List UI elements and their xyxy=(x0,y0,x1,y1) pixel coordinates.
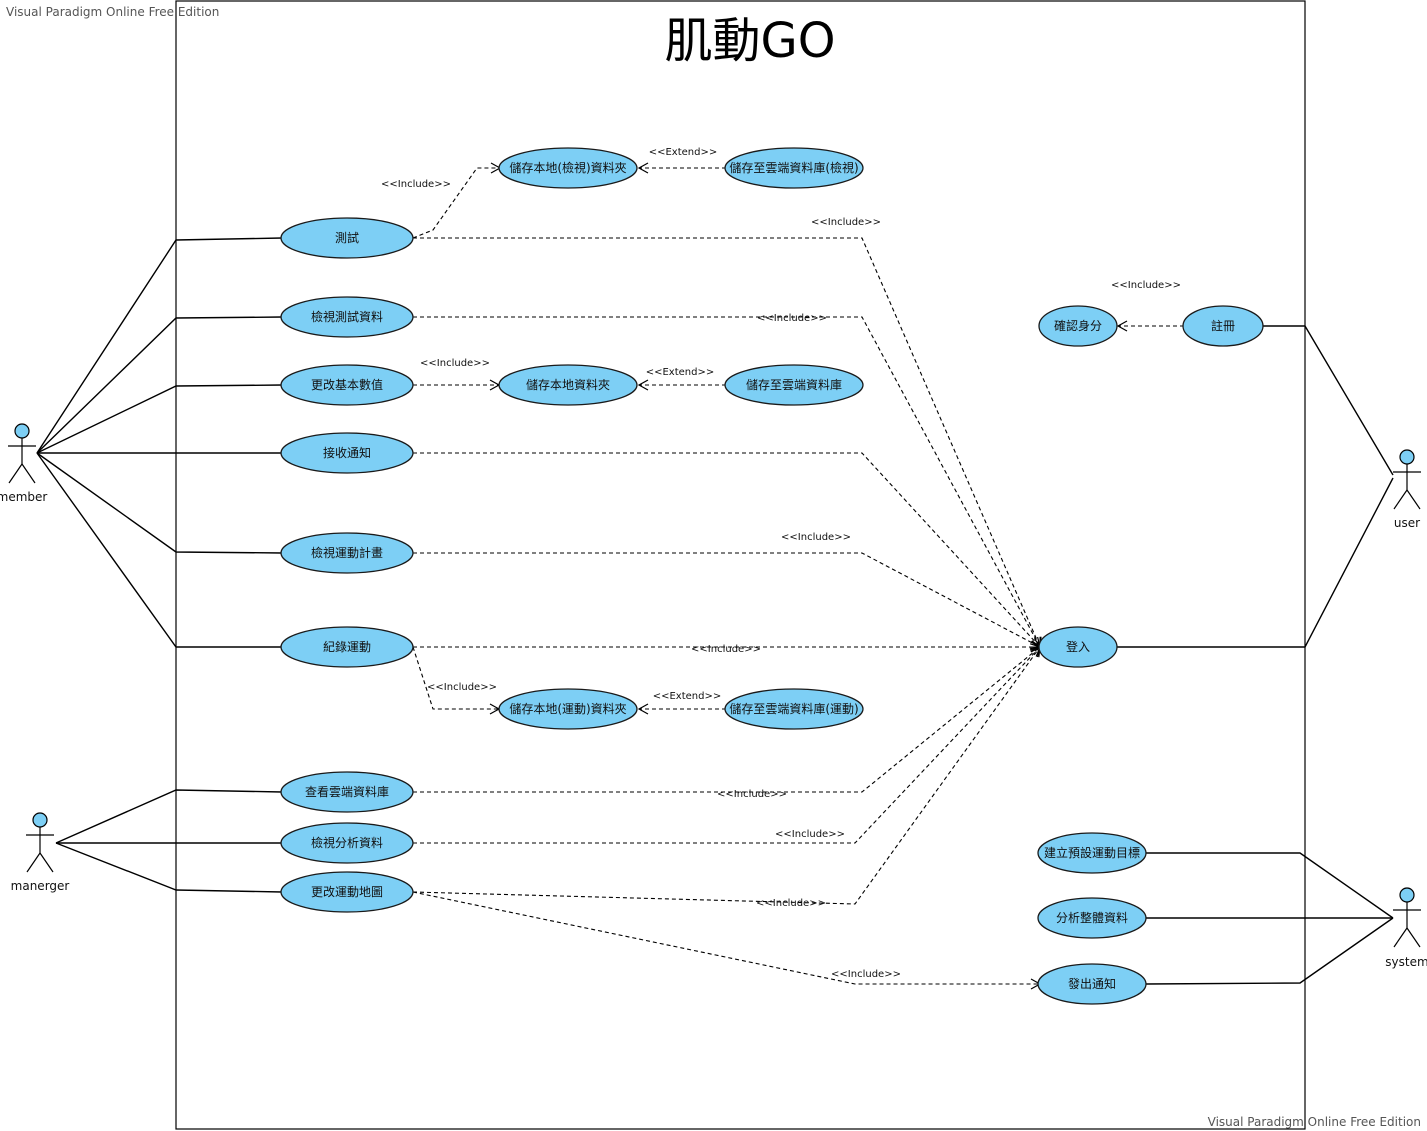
label-include: <<Include>> xyxy=(831,969,901,980)
use-case-view-analysis-data[interactable]: 檢視分析資料 xyxy=(280,822,414,864)
include-test-to-save-local-view xyxy=(412,162,502,239)
label-include: <<Include>> xyxy=(691,644,761,655)
include-view-cloud-to-login xyxy=(413,646,1041,793)
user-associations xyxy=(1117,325,1394,648)
svg-text:儲存本地(檢視)資料夾: 儲存本地(檢視)資料夾 xyxy=(509,160,626,175)
svg-text:分析整體資料: 分析整體資料 xyxy=(1056,910,1128,925)
svg-text:測試: 測試 xyxy=(335,230,359,245)
svg-text:註冊: 註冊 xyxy=(1211,319,1235,333)
actor-system-label: system xyxy=(1385,955,1427,969)
label-include: <<Include>> xyxy=(717,789,787,800)
actor-member[interactable]: member xyxy=(0,423,47,504)
include-change-map-to-login xyxy=(412,645,1041,905)
label-include: <<Include>> xyxy=(811,217,881,228)
member-associations xyxy=(36,237,283,648)
label-include: <<Include>> xyxy=(781,532,851,543)
actor-manager-icon xyxy=(32,812,48,828)
use-case-save-local-view[interactable]: 儲存本地(檢視)資料夾 xyxy=(498,147,638,189)
svg-text:儲存至雲端資料庫: 儲存至雲端資料庫 xyxy=(746,378,842,392)
svg-text:查看雲端資料庫: 查看雲端資料庫 xyxy=(305,785,389,799)
use-case-set-default-goal[interactable]: 建立預設運動目標 xyxy=(1037,832,1147,874)
svg-text:檢視分析資料: 檢視分析資料 xyxy=(311,835,383,850)
actor-user-label: user xyxy=(1394,516,1420,530)
svg-text:接收通知: 接收通知 xyxy=(323,445,371,460)
use-case-register[interactable]: 註冊 xyxy=(1182,305,1264,347)
svg-text:確認身分: 確認身分 xyxy=(1054,318,1102,333)
svg-text:儲存至雲端資料庫(運動): 儲存至雲端資料庫(運動) xyxy=(729,702,858,716)
actor-system[interactable]: system xyxy=(1385,887,1427,969)
actor-manager[interactable]: manerger xyxy=(11,812,70,893)
svg-text:儲存本地資料夾: 儲存本地資料夾 xyxy=(526,378,610,392)
actor-system-icon xyxy=(1399,887,1415,903)
label-include: <<Include>> xyxy=(381,179,451,190)
use-case-login[interactable]: 登入 xyxy=(1038,626,1118,668)
label-extend: <<Extend>> xyxy=(646,367,715,378)
include-view-plan-to-login xyxy=(413,552,1042,648)
actor-user[interactable]: user xyxy=(1393,449,1421,530)
svg-text:紀錄運動: 紀錄運動 xyxy=(323,639,371,654)
use-case-analyze-data[interactable]: 分析整體資料 xyxy=(1037,897,1147,939)
use-case-save-cloud-view[interactable]: 儲存至雲端資料庫(檢視) xyxy=(724,147,864,189)
use-case-save-local[interactable]: 儲存本地資料夾 xyxy=(498,364,638,406)
use-case-view-cloud-db[interactable]: 查看雲端資料庫 xyxy=(280,771,414,813)
label-include: <<Include>> xyxy=(1111,280,1181,291)
watermark-top: Visual Paradigm Online Free Edition xyxy=(6,5,219,19)
watermark-bottom: Visual Paradigm Online Free Edition xyxy=(1208,1115,1421,1129)
svg-text:發出通知: 發出通知 xyxy=(1068,976,1116,991)
use-case-change-basic-values[interactable]: 更改基本數值 xyxy=(280,364,414,406)
svg-text:檢視運動計畫: 檢視運動計畫 xyxy=(311,545,383,560)
svg-text:儲存本地(運動)資料夾: 儲存本地(運動)資料夾 xyxy=(509,702,626,716)
stereotype-labels: <<Include>> <<Extend>> <<Include>> <<Inc… xyxy=(381,147,1181,980)
use-case-verify-identity[interactable]: 確認身分 xyxy=(1038,305,1118,347)
system-title: 肌動GO xyxy=(665,13,836,69)
actor-manager-label: manerger xyxy=(11,879,70,893)
label-include: <<Include>> xyxy=(427,682,497,693)
use-case-view-test-data[interactable]: 檢視測試資料 xyxy=(280,296,414,338)
use-case-save-local-exercise[interactable]: 儲存本地(運動)資料夾 xyxy=(498,688,638,730)
label-extend: <<Extend>> xyxy=(649,147,718,158)
use-case-record-exercise[interactable]: 紀錄運動 xyxy=(280,626,414,668)
actor-member-label: member xyxy=(0,490,47,504)
dep-receive-notification-to-login xyxy=(413,452,1041,648)
label-include: <<Include>> xyxy=(756,898,826,909)
label-include: <<Include>> xyxy=(420,358,490,369)
include-view-analysis-to-login xyxy=(413,646,1041,844)
use-case-save-cloud-exercise[interactable]: 儲存至雲端資料庫(運動) xyxy=(724,688,864,730)
dependencies xyxy=(412,162,1184,990)
label-include: <<Include>> xyxy=(775,829,845,840)
use-case-view-exercise-plan[interactable]: 檢視運動計畫 xyxy=(280,532,414,574)
system-boundary xyxy=(175,0,1306,1130)
include-change-map-to-send-notification xyxy=(412,891,1042,990)
include-view-test-data-to-login xyxy=(413,316,1041,649)
actor-user-icon xyxy=(1399,449,1415,465)
label-include: <<Include>> xyxy=(757,313,827,324)
include-record-to-save-local-exercise xyxy=(412,646,501,715)
use-case-save-cloud[interactable]: 儲存至雲端資料庫 xyxy=(724,364,864,406)
svg-text:檢視測試資料: 檢視測試資料 xyxy=(311,309,383,324)
use-case-test[interactable]: 測試 xyxy=(280,217,414,259)
system-associations xyxy=(1145,852,1394,985)
manager-associations xyxy=(55,789,283,893)
svg-text:建立預設運動目標: 建立預設運動目標 xyxy=(1044,845,1140,860)
use-case-change-exercise-map[interactable]: 更改運動地圖 xyxy=(280,871,414,913)
svg-text:儲存至雲端資料庫(檢視): 儲存至雲端資料庫(檢視) xyxy=(729,160,858,175)
include-test-to-login xyxy=(413,237,1042,649)
svg-text:登入: 登入 xyxy=(1066,639,1090,654)
svg-text:更改基本數值: 更改基本數值 xyxy=(311,377,383,392)
use-case-send-notification[interactable]: 發出通知 xyxy=(1037,963,1147,1005)
svg-text:更改運動地圖: 更改運動地圖 xyxy=(311,885,383,899)
label-extend: <<Extend>> xyxy=(653,691,722,702)
actor-member-icon xyxy=(14,423,30,439)
use-case-receive-notification[interactable]: 接收通知 xyxy=(280,432,414,474)
